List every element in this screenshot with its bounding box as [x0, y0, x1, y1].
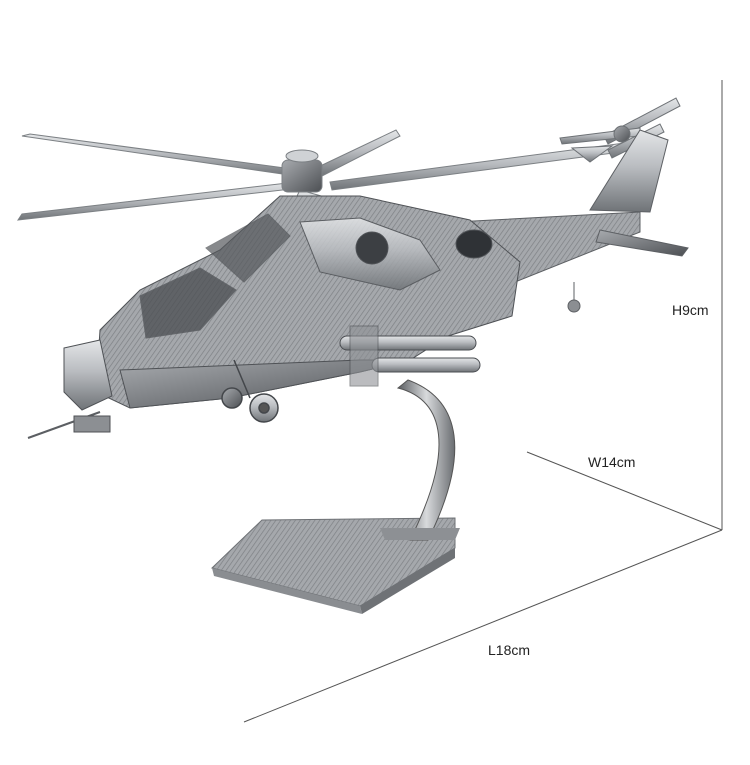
display-stand: [211, 379, 460, 614]
height-dimension-label: H9cm: [672, 302, 709, 318]
length-dimension-label: L18cm: [488, 642, 531, 658]
width-dimension-label: W14cm: [588, 454, 636, 470]
dimension-lines: [243, 80, 723, 723]
weapon-pods: [339, 325, 481, 387]
landing-gear: [221, 359, 279, 423]
fuselage: [27, 195, 521, 439]
